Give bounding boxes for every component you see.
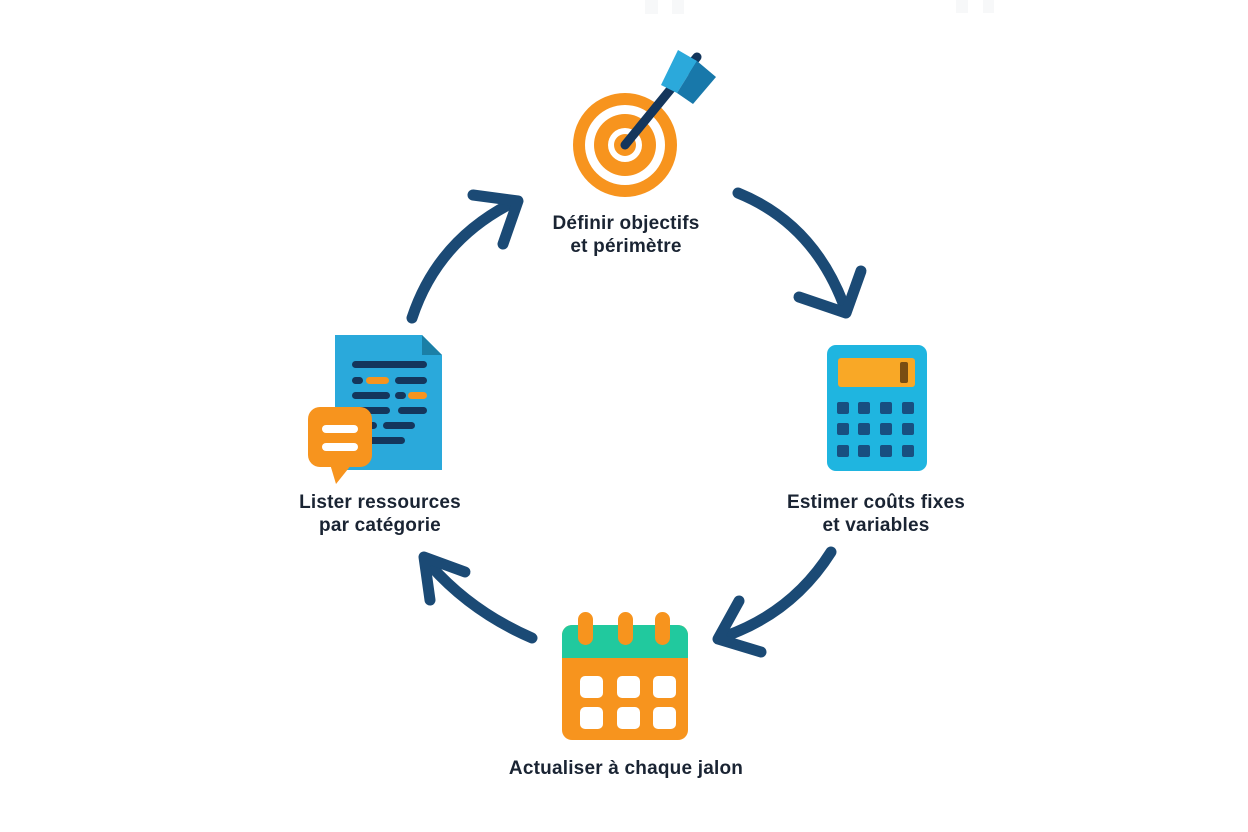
cropped-artifact (956, 0, 968, 13)
arrow-to-define (406, 189, 524, 324)
cropped-artifact (672, 0, 684, 14)
step-label-update: Actualiser à chaque jalon (509, 757, 743, 780)
document-chat-icon (308, 335, 442, 484)
step-label-line: et périmètre (570, 236, 682, 257)
step-label-line: Lister ressources (299, 492, 461, 513)
cropped-artifact (983, 0, 994, 13)
step-label-line: et variables (822, 515, 930, 536)
calculator-icon (827, 345, 927, 471)
step-label-line: Estimer coûts fixes (786, 492, 966, 513)
step-label-estimate: Estimer coûts fixes et variables (787, 491, 965, 537)
calendar-icon (562, 612, 688, 740)
step-label-line: par catégorie (319, 515, 441, 536)
target-dart-icon (573, 50, 716, 197)
step-label-line: Définir objectifs (552, 213, 700, 234)
step-label-list: Lister ressources par catégorie (299, 491, 461, 537)
step-label-define: Définir objectifs et périmètre (553, 212, 700, 258)
step-label-line: Actualiser à chaque jalon (508, 758, 744, 779)
speech-bubble (308, 407, 372, 484)
arrow-to-estimate (732, 187, 867, 319)
cropped-artifact (645, 0, 658, 14)
arrow-to-list (418, 551, 538, 644)
arrow-to-update (712, 546, 837, 658)
